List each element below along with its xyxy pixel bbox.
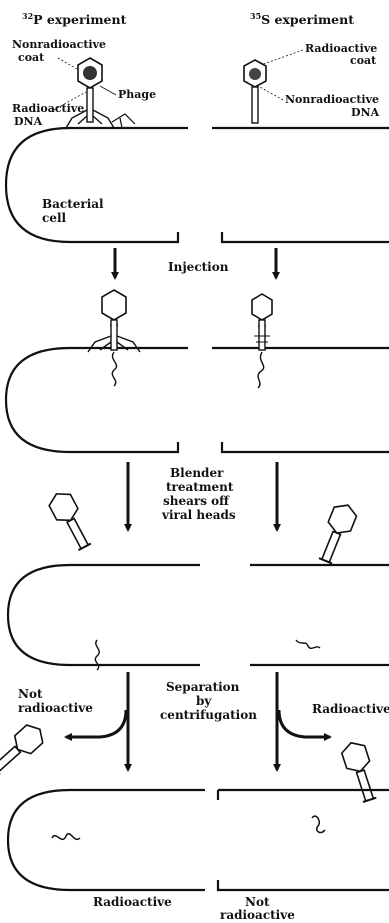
separated-phage-head-left: [0, 720, 48, 778]
step-blender-2: treatment: [166, 480, 234, 494]
p32-experiment-header: 32P experiment: [22, 11, 127, 27]
sheared-phage-head-right: [314, 501, 359, 566]
label-nonradioactive-coat-2: coat: [18, 51, 45, 64]
step-separation-3: centrifugation: [160, 708, 257, 722]
step-blender-3: shears off: [163, 494, 230, 508]
label-radioactive-dna-1: Radioactive: [12, 102, 84, 115]
step-blender-4: viral heads: [161, 508, 236, 522]
result-radioactive-bottom: Radioactive: [93, 895, 172, 909]
step-blender-1: Blender: [170, 466, 224, 480]
label-bacterial-cell-2: cell: [42, 211, 67, 225]
stage-injection: [6, 290, 389, 452]
dna-35s-inside: [296, 640, 320, 648]
label-nonradioactive-coat-1: Nonradioactive: [12, 38, 106, 51]
sheared-phage-head-left: [46, 488, 95, 552]
stage-blended: [8, 565, 389, 670]
step-separation-1: Separation: [166, 680, 240, 694]
label-radioactive-coat-2: coat: [350, 54, 377, 67]
result-not-radioactive-bottom-2: radioactive: [220, 908, 295, 922]
step-separation-2: by: [196, 694, 212, 708]
stage-attachment: Nonradioactive coat Phage Radioactive DN…: [6, 38, 389, 242]
bacterial-cell-left: [6, 128, 188, 242]
label-radioactive-dna-2: DNA: [14, 115, 43, 128]
label-nonradioactive-dna-1: Nonradioactive: [285, 93, 379, 106]
s35-experiment-header: 35S experiment: [250, 11, 354, 27]
result-not-radioactive-bottom-1: Not: [245, 895, 270, 909]
step-injection: Injection: [168, 260, 229, 274]
dna-32p-final: [52, 834, 80, 840]
separated-phage-head-right: [340, 739, 381, 803]
result-not-radioactive-left-1: Not: [18, 687, 43, 701]
result-not-radioactive-left-2: radioactive: [18, 701, 93, 715]
dna-35s-final: [312, 816, 325, 832]
label-phage: Phage: [118, 88, 156, 101]
label-nonradioactive-dna-2: DNA: [351, 106, 380, 119]
label-bacterial-1: Bacterial: [42, 197, 104, 211]
result-radioactive-right: Radioactive: [312, 702, 389, 716]
phage-35s-attached: [244, 60, 266, 123]
bacterial-cell-right: [212, 128, 389, 242]
stage-final: [8, 790, 389, 890]
